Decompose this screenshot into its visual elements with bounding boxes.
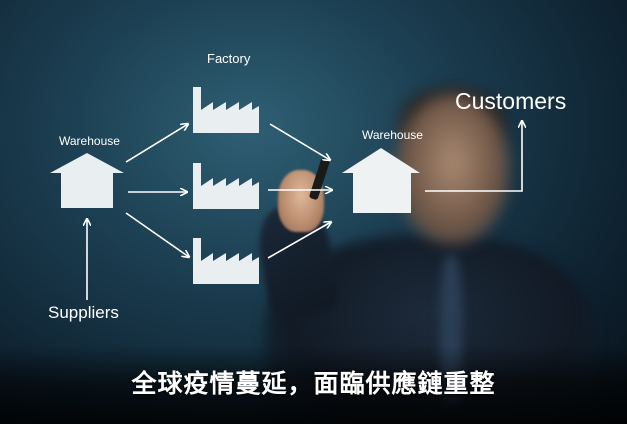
factory-bottom-icon <box>193 238 259 284</box>
warehouse-right-label: Warehouse <box>362 128 423 142</box>
caption-bar <box>0 345 627 424</box>
warehouse-right-house-icon <box>342 148 420 213</box>
customers-label: Customers <box>455 88 567 114</box>
arrow-icon <box>267 222 331 259</box>
caption-text: 全球疫情蔓延，面臨供應鏈重整 <box>131 369 496 398</box>
factory-label: Factory <box>207 51 251 66</box>
factory-top-icon <box>193 87 259 133</box>
factory-middle-icon <box>193 163 259 209</box>
warehouse-left-house-icon <box>50 153 124 208</box>
arrow-icon <box>125 124 188 163</box>
arrow-icon <box>269 123 330 160</box>
arrow-icon <box>425 121 522 192</box>
suppliers-label: Suppliers <box>48 303 119 322</box>
warehouse-left-label: Warehouse <box>59 134 120 148</box>
arrow-icon <box>125 212 189 257</box>
